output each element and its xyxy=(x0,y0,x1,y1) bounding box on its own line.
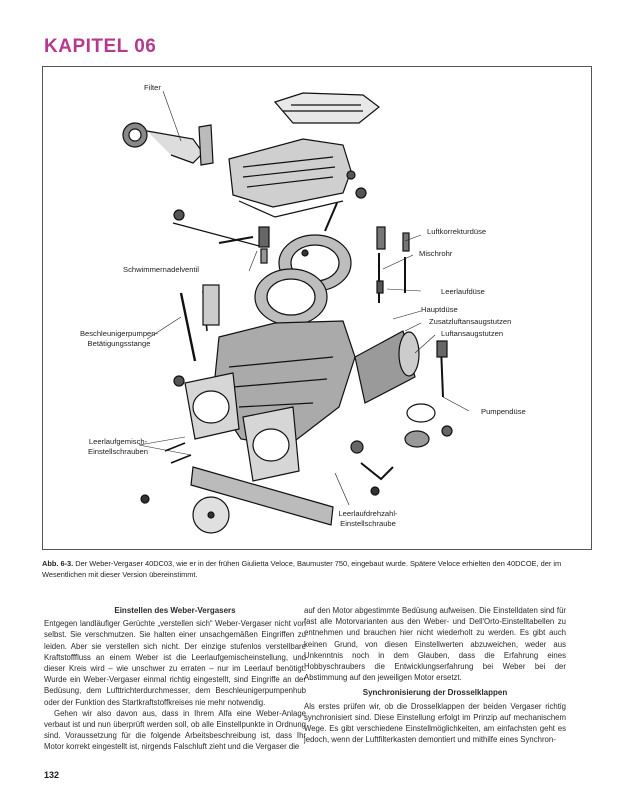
paragraph: Gehen wir also davon aus, dass in Ihrem … xyxy=(44,708,306,752)
paragraph: Als erstes prüfen wir, ob die Drosselkla… xyxy=(304,701,566,745)
paragraph: Entgegen landläufiger Gerüchte „verstell… xyxy=(44,619,306,707)
label-zusatzluftansaugstutzen: Zusatzluftansaugstutzen xyxy=(429,317,512,326)
label-leerlaufgemisch: Leerlaufgemisch- Einstellschrauben xyxy=(79,437,157,457)
label-leerlaufgemisch-line2: Einstellschrauben xyxy=(88,447,148,456)
figure-exploded-carburetor: Filter Luftkorrekturdüse Mischrohr Schwi… xyxy=(42,66,592,550)
label-filter: Filter xyxy=(144,83,161,92)
label-leerlaufdrehzahl: Leerlaufdrehzahl- Einstellschraube xyxy=(329,509,407,529)
caption-text: Der Weber-Vergaser 40DC03, wie er in der… xyxy=(42,559,562,579)
label-luftkorrekturduese: Luftkorrekturdüse xyxy=(427,227,487,236)
section-heading-einstellen: Einstellen des Weber-Vergasers xyxy=(114,606,236,615)
label-leerlaufdrehzahl-line2: Einstellschraube xyxy=(340,519,396,528)
page-number: 132 xyxy=(44,770,60,780)
label-pumpenduese: Pumpendüse xyxy=(481,407,526,416)
text-column-right: auf den Motor abgestimmte Bedüsung aufwe… xyxy=(304,605,566,745)
paragraph: auf den Motor abgestimmte Bedüsung aufwe… xyxy=(304,606,566,683)
label-beschleunigerpumpe: Beschleunigerpumpen- Betätigungsstange xyxy=(71,329,167,349)
figure-caption: Abb. 6-3. Der Weber-Vergaser 40DC03, wie… xyxy=(42,558,594,580)
label-beschleunigerpumpe-line1: Beschleunigerpumpen- xyxy=(79,329,159,338)
text-column-left: Einstellen des Weber-Vergasers Entgegen … xyxy=(44,605,306,753)
label-leerlaufdrehzahl-line1: Leerlaufdrehzahl- xyxy=(338,509,398,518)
label-luftansaugstutzen: Luftansaugstutzen xyxy=(441,329,504,338)
caption-label: Abb. 6-3. xyxy=(42,559,74,568)
label-schwimmernadelventil: Schwimmernadelventil xyxy=(123,265,199,274)
section-heading-synchronisierung: Synchronisierung der Drosselklappen xyxy=(362,688,508,698)
label-beschleunigerpumpe-line2: Betätigungsstange xyxy=(87,339,151,348)
chapter-heading: KAPITEL 06 xyxy=(44,36,157,57)
label-leerlaufduese: Leerlaufdüse xyxy=(441,287,485,296)
label-leerlaufgemisch-line1: Leerlaufgemisch- xyxy=(88,437,148,446)
label-mischrohr: Mischrohr xyxy=(419,249,453,258)
carburetor-exploded-drawing xyxy=(122,90,470,534)
label-hauptduese: Hauptdüse xyxy=(421,305,458,314)
